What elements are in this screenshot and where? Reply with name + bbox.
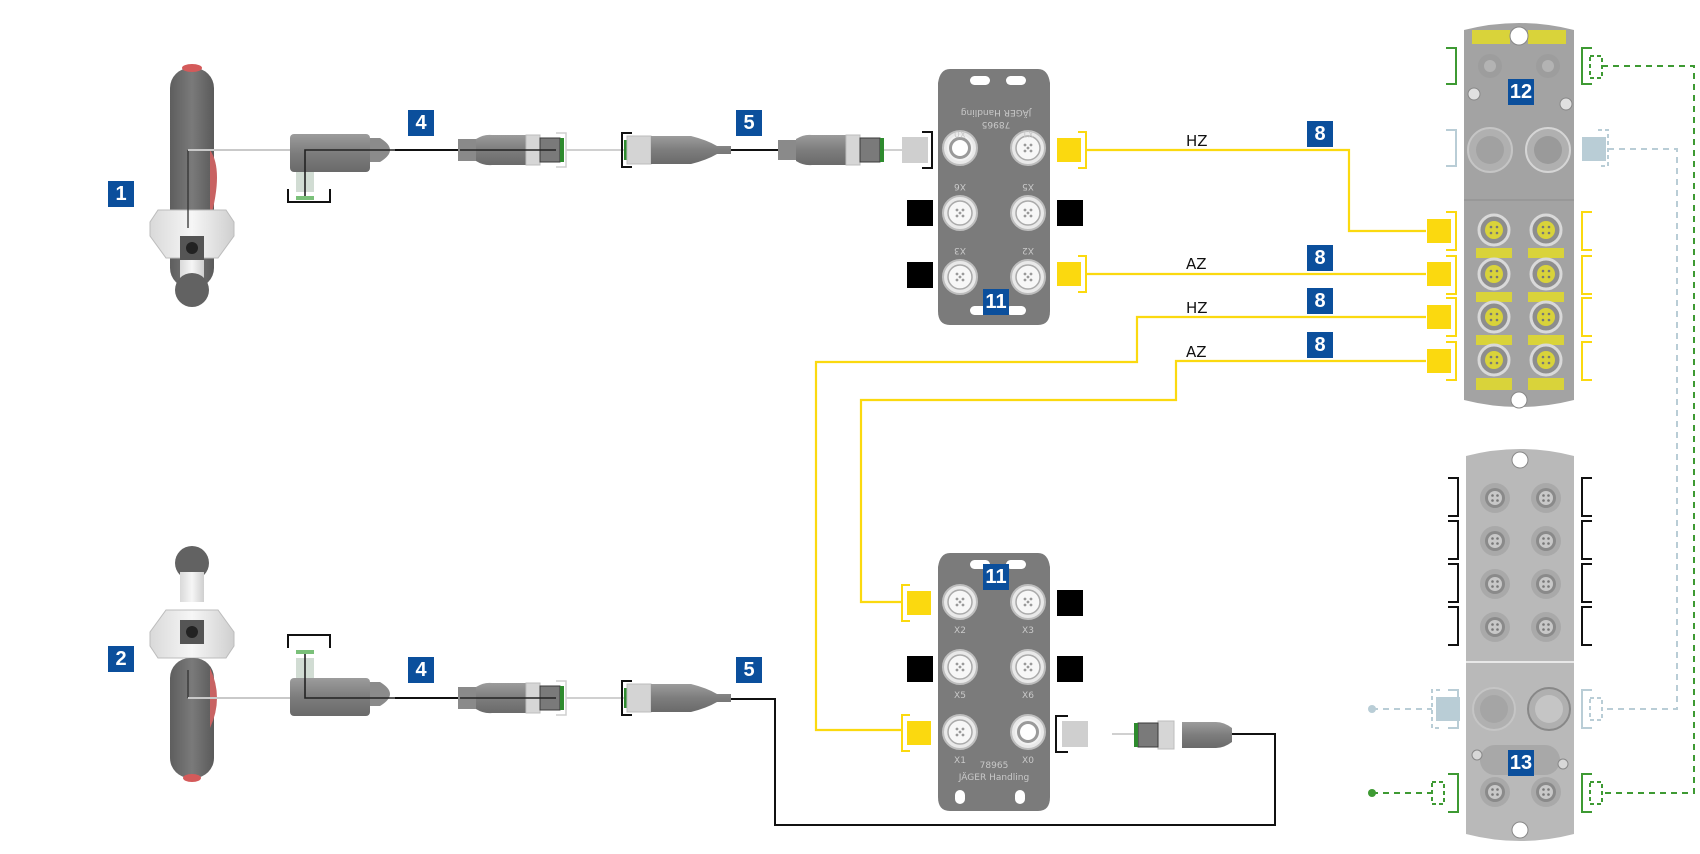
port-label: X5 bbox=[954, 691, 966, 701]
angled-cable-bottom bbox=[287, 634, 567, 716]
brand-label: JÄGER Handling bbox=[958, 772, 1029, 783]
callout-1: 1 bbox=[108, 181, 134, 207]
port-marker-yellow bbox=[1057, 138, 1081, 162]
port-marker-yellow bbox=[1057, 262, 1081, 286]
port-marker-yellow bbox=[907, 591, 931, 615]
callout-13: 13 bbox=[1508, 750, 1534, 776]
part-number: 78965 bbox=[982, 119, 1011, 129]
callout-8-hz-top: 8 bbox=[1307, 121, 1333, 147]
port-marker-black bbox=[1057, 200, 1083, 226]
bus-link-green bbox=[1602, 65, 1695, 794]
bus-link-blue-grey bbox=[1602, 148, 1678, 710]
callout-4-top: 4 bbox=[408, 110, 434, 136]
port-marker-black bbox=[907, 262, 933, 288]
joystick-handle-bottom bbox=[149, 546, 295, 782]
wire-label-hz-bottom: HZ bbox=[1186, 299, 1208, 317]
port-label: X6 bbox=[1022, 691, 1034, 701]
callout-5-bottom: 5 bbox=[736, 657, 762, 683]
callout-8-az-bottom: 8 bbox=[1307, 332, 1333, 358]
io-module-upper-markers bbox=[1427, 47, 1609, 381]
port-label: X2 bbox=[954, 626, 966, 636]
port-label: X1 bbox=[954, 756, 966, 766]
callout-12: 12 bbox=[1508, 79, 1534, 105]
callout-4-bottom: 4 bbox=[408, 657, 434, 683]
wire-label-az-bottom: AZ bbox=[1186, 343, 1207, 361]
port-label: X0 bbox=[1022, 756, 1034, 766]
callout-5-top: 5 bbox=[736, 110, 762, 136]
port-marker-yellow bbox=[907, 721, 931, 745]
port-label: X3 bbox=[954, 245, 966, 255]
io-module-upper bbox=[1464, 23, 1574, 409]
signal-cable-hz-top bbox=[1086, 148, 1426, 233]
distribution-box-bottom: X2 X3 X5 X6 X1 X0 78965 JÄGER Handling bbox=[901, 553, 1083, 811]
port-label: X5 bbox=[1022, 181, 1034, 191]
callout-11-top: 11 bbox=[983, 289, 1009, 315]
extension-cable-top bbox=[566, 131, 933, 169]
wire-label-az-top: AZ bbox=[1186, 255, 1207, 273]
brand-label: JÄGER Handling bbox=[961, 107, 1032, 118]
extension-cable-bottom bbox=[566, 680, 1276, 826]
port-label: X3 bbox=[1022, 626, 1034, 636]
callout-2: 2 bbox=[108, 646, 134, 672]
port-label: X2 bbox=[1022, 245, 1034, 255]
port-marker-black bbox=[1057, 656, 1083, 682]
callout-8-hz-bottom: 8 bbox=[1307, 288, 1333, 314]
dashed-links bbox=[1372, 65, 1695, 794]
port-marker-black bbox=[907, 200, 933, 226]
callout-11-bottom: 11 bbox=[983, 564, 1009, 590]
signal-cable-hz-bottom bbox=[814, 315, 1426, 732]
part-number: 78965 bbox=[980, 761, 1009, 771]
joystick-handle-top bbox=[149, 64, 295, 307]
callout-8-az-top: 8 bbox=[1307, 245, 1333, 271]
port-label: X0 bbox=[954, 128, 966, 138]
port-marker-black bbox=[1057, 590, 1083, 616]
wire-label-hz-top: HZ bbox=[1186, 132, 1208, 150]
port-marker-black bbox=[907, 656, 933, 682]
port-label: X1 bbox=[1022, 128, 1034, 138]
distribution-box-top: X0 X1 78965 JÄGER Handling X6 X5 X3 X2 bbox=[907, 69, 1087, 325]
io-module-lower bbox=[1431, 449, 1603, 841]
signal-cables bbox=[814, 148, 1426, 732]
angled-cable-top bbox=[287, 132, 567, 203]
terminal-dot bbox=[1368, 789, 1376, 797]
port-label: X6 bbox=[954, 181, 966, 191]
terminal-dot bbox=[1368, 705, 1376, 713]
signal-cable-az-bottom bbox=[859, 359, 1426, 604]
